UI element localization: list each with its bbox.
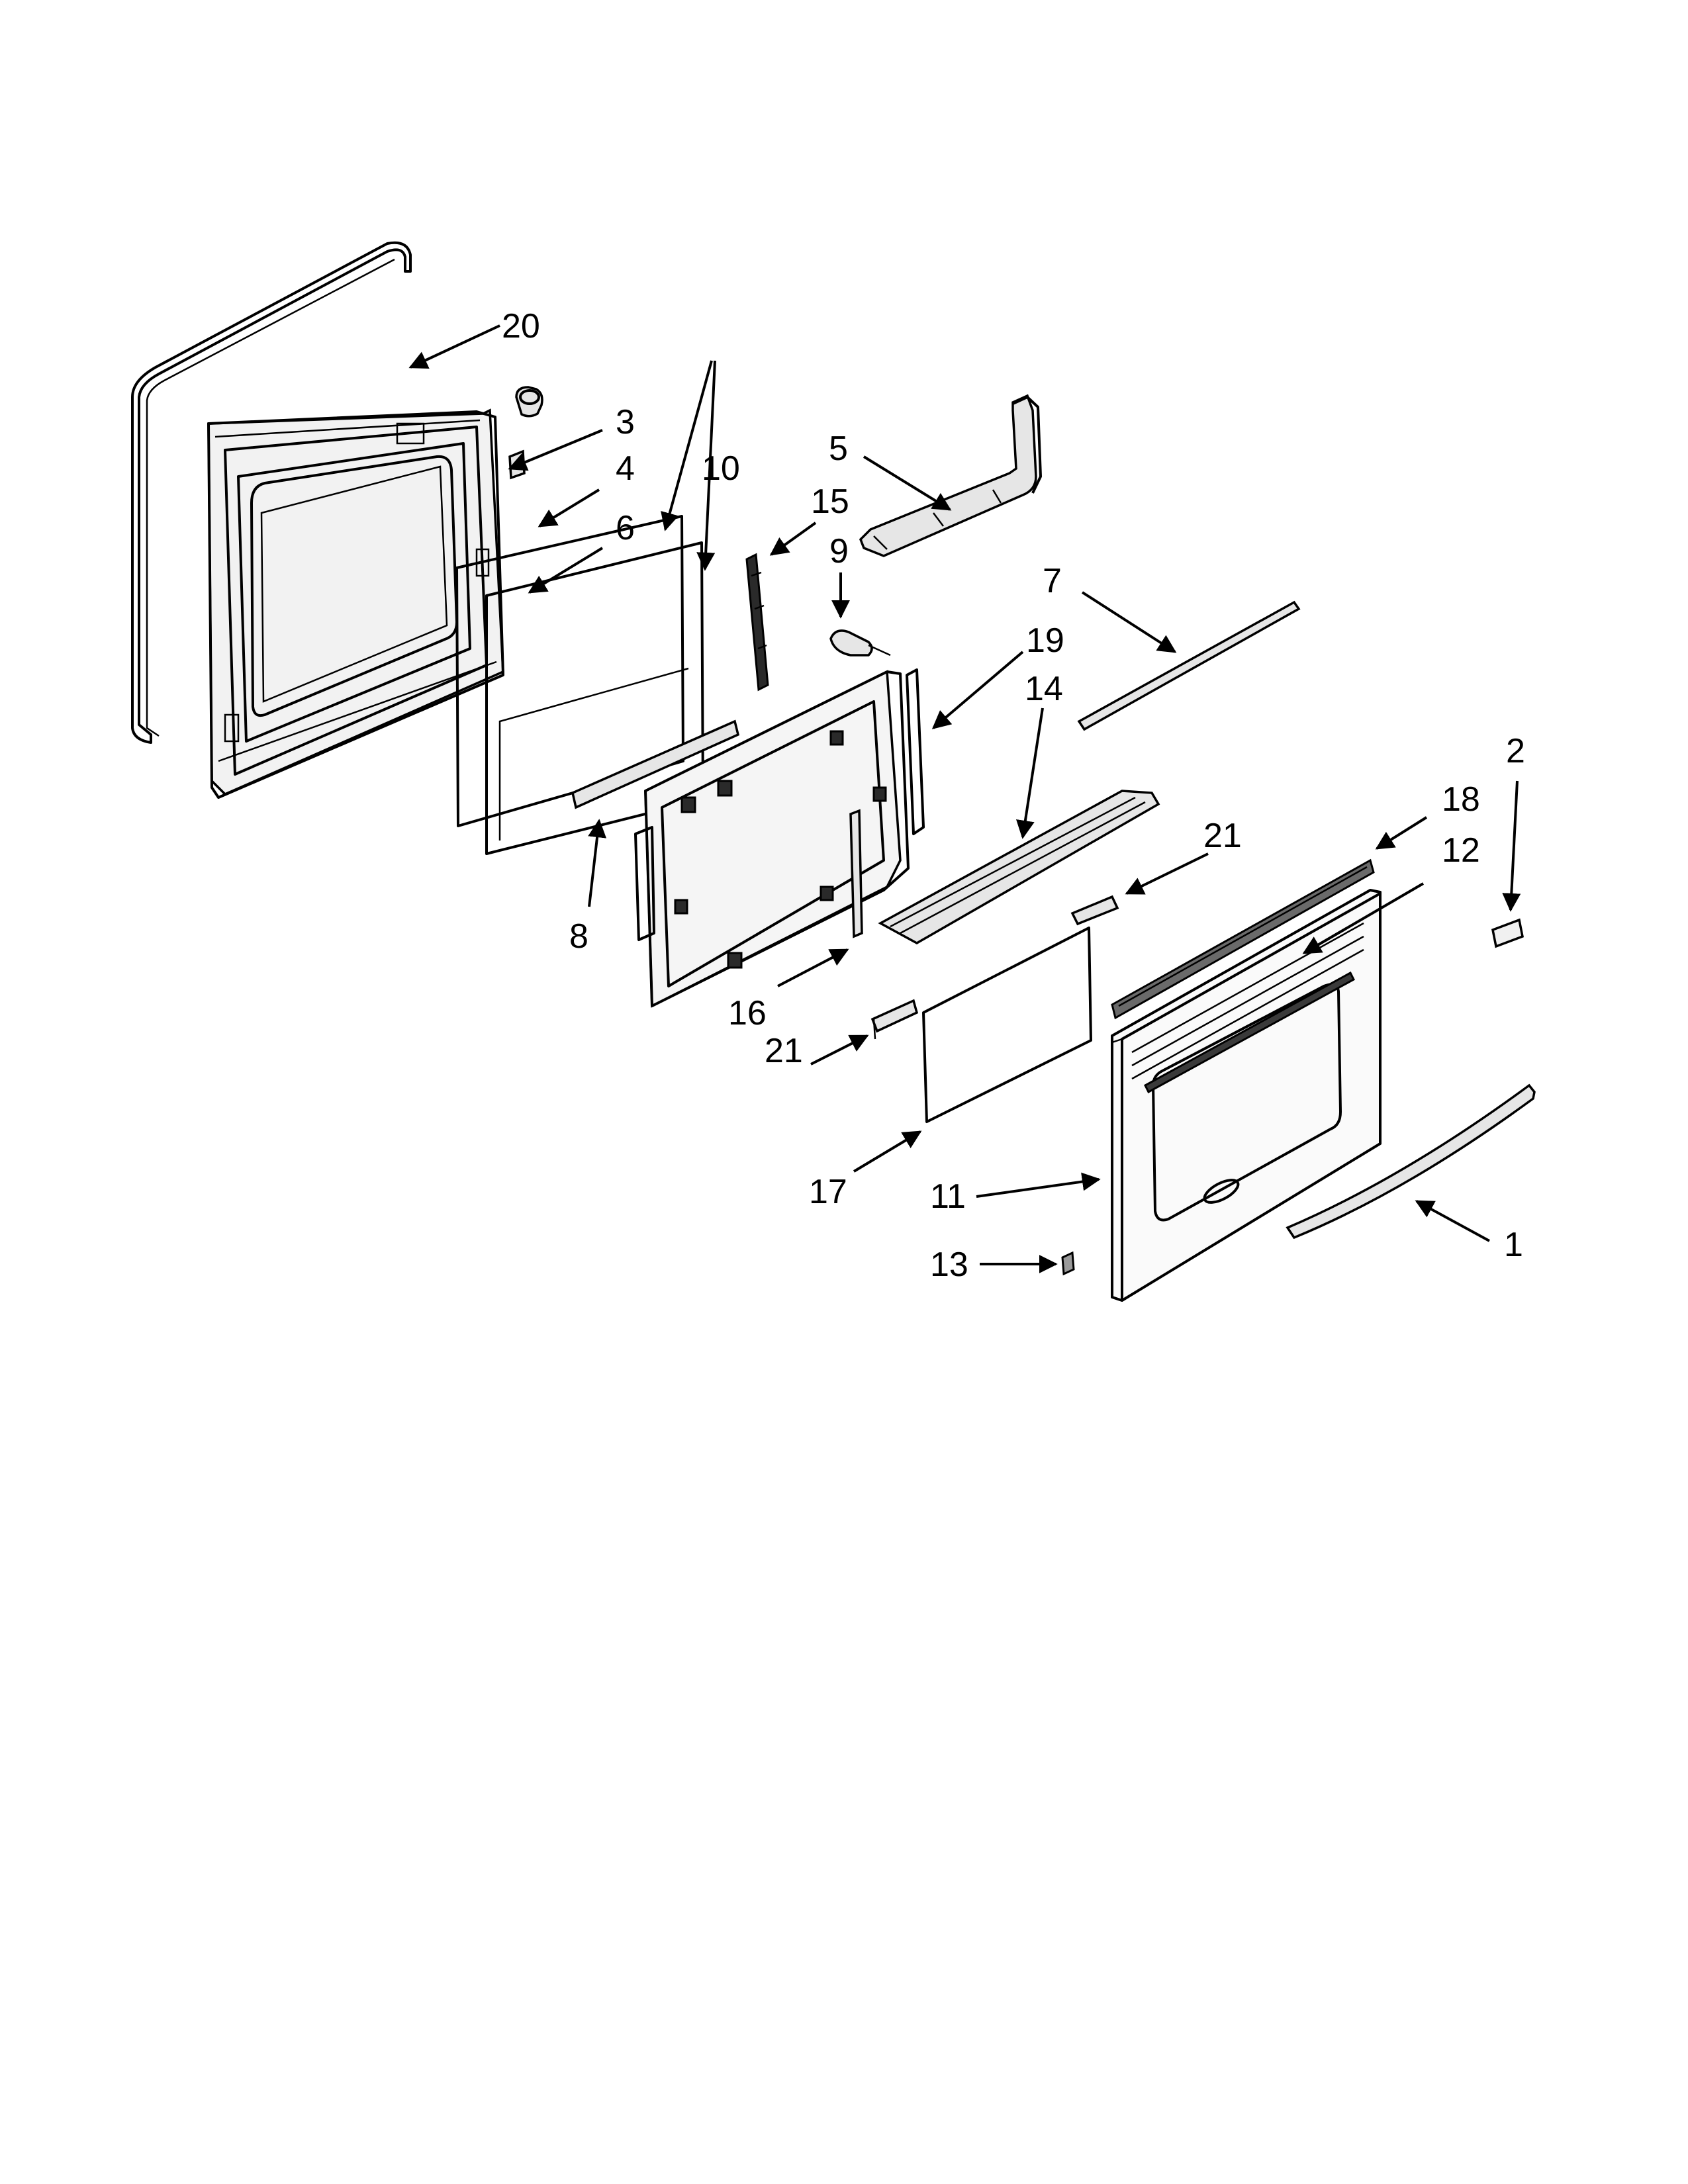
callout-7: 7 (1043, 562, 1062, 600)
part-21-upper-bracket (1070, 895, 1119, 926)
part-2-label (1491, 918, 1524, 948)
leader-10b (696, 360, 716, 571)
part-5-vent-duct (859, 394, 1042, 557)
callout-6: 6 (616, 509, 635, 547)
callout-1: 1 (1504, 1226, 1523, 1264)
part-21-lower-bracket (870, 999, 919, 1040)
leader-17 (853, 1130, 922, 1173)
part-4-hinge-bushing (515, 386, 543, 418)
leader-7 (1081, 591, 1177, 653)
part-18-vent-gasket (1111, 858, 1375, 1020)
callout-11: 11 (930, 1177, 966, 1216)
leader-11 (976, 1172, 1101, 1198)
part-14-top-vent-channel (878, 790, 1160, 945)
callout-labels: 20 3 4 6 10 15 9 5 7 19 14 8 16 21 21 17… (502, 307, 1525, 1284)
leader-3 (508, 429, 603, 471)
callout-8: 8 (569, 917, 588, 956)
leader-5 (863, 455, 952, 511)
part-3-inner-door-liner (207, 408, 504, 799)
leader-lines (408, 324, 1521, 1273)
callout-20: 20 (502, 307, 540, 345)
leader-12 (1302, 882, 1425, 954)
leader-14 (1015, 707, 1044, 839)
leader-2 (1502, 780, 1521, 912)
callout-15: 15 (811, 482, 849, 521)
part-1-handle (1286, 1083, 1536, 1240)
leader-8 (588, 819, 607, 907)
callout-14: 14 (1025, 670, 1063, 708)
leader-10a (661, 360, 713, 531)
part-11-outer-door-panel (1111, 889, 1382, 1302)
leader-15 (769, 522, 817, 556)
callout-10: 10 (702, 449, 740, 488)
part-20-door-gasket (131, 241, 412, 744)
callout-2: 2 (1506, 732, 1525, 770)
callout-16: 16 (728, 994, 767, 1032)
part-19-door-frame (634, 668, 925, 1008)
part-15-bracket (745, 553, 769, 692)
callout-12: 12 (1442, 831, 1480, 870)
part-9-screw (829, 629, 891, 657)
callout-21-lower: 21 (765, 1032, 803, 1070)
leader-16 (777, 948, 849, 987)
leader-19 (931, 651, 1024, 729)
part-16-side-trim (849, 809, 863, 938)
callout-9: 9 (829, 532, 849, 570)
callout-13: 13 (930, 1246, 968, 1284)
leader-6 (528, 547, 604, 594)
leader-1 (1415, 1200, 1490, 1242)
leader-18 (1375, 816, 1428, 850)
leader-21a (1125, 852, 1209, 895)
part-8-glass-support (571, 719, 740, 809)
part-7-trim-strip (1077, 600, 1301, 731)
callout-21-upper: 21 (1203, 817, 1242, 855)
callout-19: 19 (1026, 621, 1064, 660)
leader-4 (538, 488, 600, 527)
callout-18: 18 (1442, 780, 1480, 819)
leader-20 (408, 324, 500, 369)
part-13-clip (1061, 1251, 1075, 1276)
callout-5: 5 (829, 430, 848, 468)
callout-17: 17 (809, 1173, 847, 1211)
callout-3: 3 (616, 403, 635, 441)
part-17-outer-glass (922, 927, 1092, 1123)
callout-4: 4 (616, 449, 635, 488)
leader-21b (810, 1034, 869, 1066)
